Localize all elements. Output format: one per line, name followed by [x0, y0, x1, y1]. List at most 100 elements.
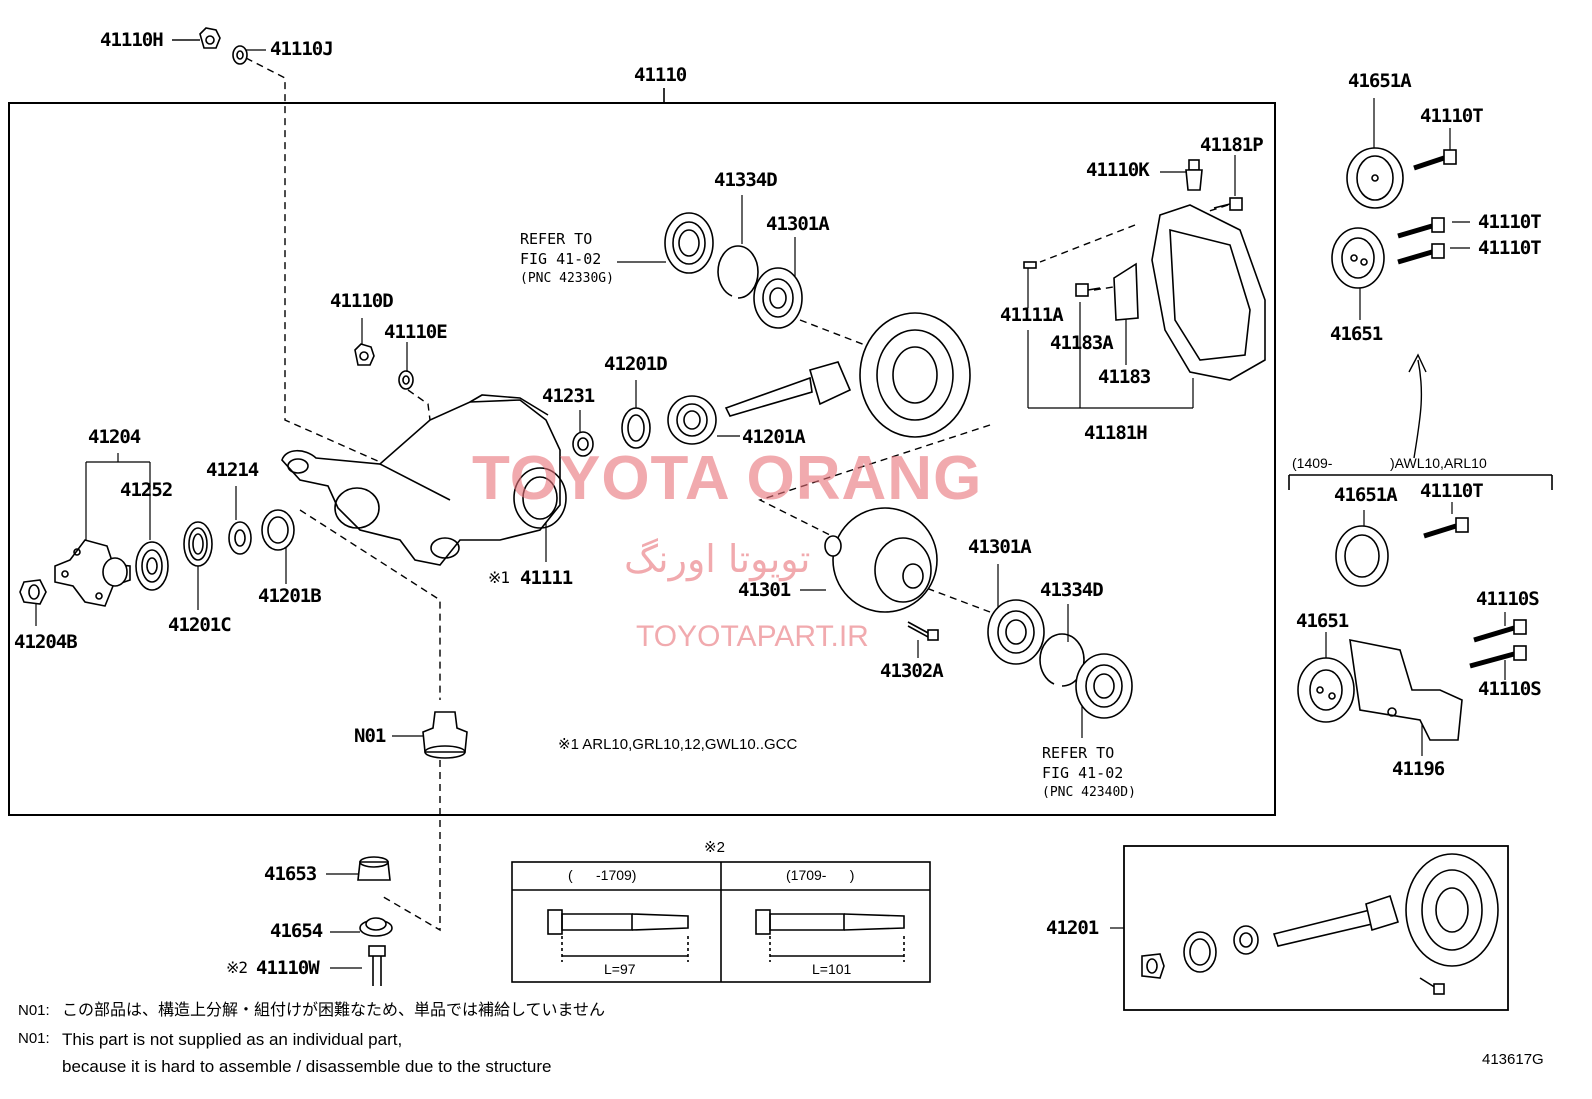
- table-col1-header: ( -1709): [568, 867, 637, 883]
- spacer-41214: [228, 521, 252, 555]
- pinion-set-gear: [1272, 894, 1399, 947]
- callout-41231: 41231: [542, 385, 595, 407]
- callout-41334D-top: 41334D: [714, 169, 778, 191]
- bolt-41110T-4: [1423, 517, 1469, 539]
- bearing-41301A-bottom: [987, 599, 1045, 665]
- callout-41110T-2: 41110T: [1478, 211, 1542, 233]
- bolt-41183A: [1075, 283, 1101, 297]
- callout-41201-box: 41201: [1046, 917, 1099, 939]
- callout-41110E: 41110E: [384, 321, 448, 343]
- range-close: )AWL10,ARL10: [1390, 455, 1487, 471]
- bolt-41110W: [368, 945, 386, 986]
- callout-41651A-mid: 41651A: [1334, 484, 1398, 506]
- callout-41302A: 41302A: [880, 660, 944, 682]
- callout-41653: 41653: [264, 863, 317, 885]
- watermark-url: TOYOTAPART.IR: [636, 620, 869, 653]
- pinion-set-bolt: [1419, 977, 1445, 995]
- callout-41110K: 41110K: [1086, 159, 1150, 181]
- footnote-jp-text: この部品は、構造上分解・組付けが困難なため、単品では補給していません: [62, 1002, 606, 1019]
- refer-top-line2: FIG 41-02: [520, 250, 602, 269]
- callout-41201A: 41201A: [742, 426, 806, 448]
- callout-41110T-1: 41110T: [1420, 105, 1484, 127]
- bearing-41301A-top: [753, 267, 803, 329]
- callout-41183: 41183: [1098, 366, 1151, 388]
- callout-N01: N01: [354, 725, 386, 747]
- cushion-41651-top: [1331, 227, 1385, 289]
- refer-top-line1: REFER TO: [520, 230, 593, 248]
- figure-id: 413617G: [1482, 1051, 1544, 1068]
- bolt-drawing-short: [547, 909, 689, 962]
- footnote-en-line1: This part is not supplied as an individu…: [62, 1030, 403, 1049]
- table-col2-length: L=101: [812, 961, 852, 977]
- callout-41183A: 41183A: [1050, 332, 1114, 354]
- callout-41651A-top: 41651A: [1348, 70, 1412, 92]
- callout-41204: 41204: [88, 426, 141, 448]
- cushion-41651A-mid: [1335, 525, 1389, 587]
- callout-41111: 41111: [520, 567, 573, 589]
- callout-41301A-top: 41301A: [766, 213, 830, 235]
- callout-41334D-bottom: 41334D: [1040, 579, 1104, 601]
- bolt-41110T-3: [1397, 243, 1445, 265]
- callout-41654: 41654: [270, 920, 323, 942]
- callout-41651-top: 41651: [1330, 323, 1383, 345]
- washer-41110J: [232, 45, 248, 65]
- table-col1-length: L=97: [604, 961, 636, 977]
- bolt-41110T-2: [1397, 217, 1445, 239]
- cushion-41651-mid: [1297, 657, 1355, 723]
- callout-41110T-4: 41110T: [1420, 480, 1484, 502]
- nut-41110D: [354, 343, 375, 366]
- ring-gear: [859, 312, 971, 438]
- callout-41201B: 41201B: [258, 585, 322, 607]
- pin-41111A: [1023, 261, 1037, 269]
- watermark-brand: TOYOTA ORANG: [472, 444, 983, 513]
- footnote-en-line2: because it is hard to assemble / disasse…: [62, 1057, 552, 1076]
- bolt-41302A: [907, 621, 939, 641]
- insulator-N01: [422, 711, 468, 759]
- spacer-41231: [572, 431, 594, 457]
- arrow-up: [1413, 359, 1423, 459]
- callout-41181H: 41181H: [1084, 422, 1148, 444]
- callout-41110J: 41110J: [270, 38, 334, 60]
- breather-41110K: [1185, 159, 1203, 191]
- callout-41651-mid: 41651: [1296, 610, 1349, 632]
- range-open: (1409-: [1292, 455, 1333, 471]
- callout-41201D: 41201D: [604, 353, 668, 375]
- refer-bottom-line1: REFER TO: [1042, 744, 1115, 762]
- pinion-set-spacer: [1233, 925, 1259, 955]
- rear-cover-41181H: [1151, 204, 1266, 381]
- callout-41181P: 41181P: [1200, 134, 1264, 156]
- model-note: ※1 ARL10,GRL10,12,GWL10..GCC: [558, 736, 798, 753]
- callout-41110S-1: 41110S: [1476, 588, 1540, 610]
- callout-41301A-bottom: 41301A: [968, 536, 1032, 558]
- mark-1: ※1: [488, 568, 510, 587]
- pinion-set-bearing: [1183, 931, 1217, 973]
- footnote-jp-prefix: N01:: [18, 1002, 50, 1019]
- bearing-41201A: [667, 395, 717, 445]
- companion-flange-41204: [54, 539, 131, 607]
- stopper-41653: [357, 856, 391, 881]
- mark-2: ※2: [704, 839, 725, 856]
- callout-41214: 41214: [206, 459, 259, 481]
- footnote-en-prefix: N01:: [18, 1030, 50, 1047]
- callout-41201C: 41201C: [168, 614, 232, 636]
- callout-41110S-2: 41110S: [1478, 678, 1542, 700]
- bolt-41181P: [1213, 197, 1243, 211]
- gasket-41183: [1113, 262, 1139, 321]
- main-assembly-frame: [8, 102, 1276, 816]
- refer-bottom-line2: FIG 41-02: [1042, 764, 1124, 783]
- callout-41110D: 41110D: [330, 290, 394, 312]
- callout-41111A: 41111A: [1000, 304, 1064, 326]
- callout-41110T-3: 41110T: [1478, 237, 1542, 259]
- washer-41654: [359, 917, 393, 937]
- bearing-41201C: [183, 521, 213, 567]
- callout-41252: 41252: [120, 479, 173, 501]
- bolt-41110T-1: [1413, 149, 1457, 171]
- diff-case-41301: [824, 507, 938, 613]
- callout-41196: 41196: [1392, 758, 1445, 780]
- callout-41110: 41110: [634, 64, 687, 86]
- bolt-41110S-1: [1473, 619, 1527, 643]
- bolt-41110S-2: [1469, 645, 1527, 669]
- drive-pinion: [724, 361, 852, 417]
- oil-seal-top: [664, 212, 714, 274]
